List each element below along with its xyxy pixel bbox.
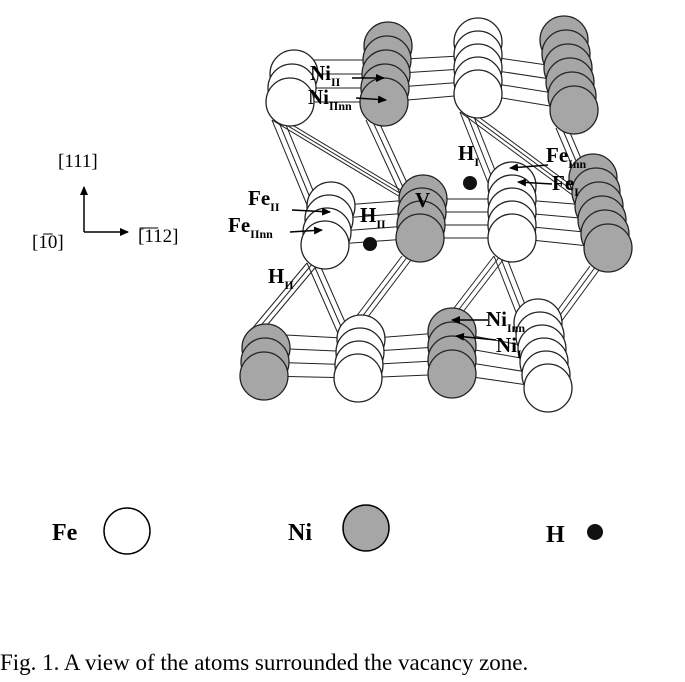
label-h-ii: HII (360, 203, 386, 231)
label-v: V (415, 188, 430, 212)
legend-fe-atom (103, 507, 151, 555)
label-fe-inn: FeInn (546, 143, 587, 171)
lattice-bond (277, 119, 314, 206)
lattice-bond (271, 119, 403, 199)
label-fe-i: FeI (552, 171, 579, 199)
ni-atom (359, 77, 409, 127)
atom-labels: NiII NiIInn HI FeInn FeI FeII FeIInn HII… (228, 61, 587, 361)
label-h-ii-lower: HII (268, 264, 294, 292)
axis-label-111: [111] (58, 151, 98, 172)
figure-caption: Fig. 1. A view of the atoms surrounded t… (0, 650, 529, 675)
label-fe-iinn: FeIInn (228, 213, 273, 241)
lattice-bond (459, 111, 591, 209)
label-fe-ii: FeII (248, 186, 280, 214)
lattice-bond (245, 262, 308, 337)
legend-h-label: H (546, 522, 565, 548)
lattice-bond (283, 119, 415, 199)
legend-fe-label: Fe (52, 520, 78, 546)
axis-label-11-2: [̅1̅12] (138, 226, 178, 247)
lattice-bond (277, 119, 409, 199)
lattice-bond (306, 262, 341, 339)
lattice-bond (371, 119, 409, 199)
ni-atom (549, 85, 599, 135)
fe-atom (300, 220, 350, 270)
lattice-bond (365, 119, 403, 199)
hydrogen-atom-hi (463, 176, 477, 190)
axis-label-1-10: [1̅0] (32, 232, 64, 253)
label-ni-inn: NiInn (486, 307, 525, 335)
fe-atom (265, 77, 315, 127)
hydrogen-atom-hii (363, 237, 377, 251)
legend: Fe Ni H (52, 504, 603, 555)
label-h-i: HI (458, 141, 479, 169)
fe-atom (487, 213, 537, 263)
fe-atom (523, 363, 573, 413)
crystal-axes: [111] [1̅0] [̅1̅12] (32, 151, 178, 253)
label-ni-ii: NiII (310, 61, 341, 89)
fe-atom (333, 353, 383, 403)
label-ni-i: NiI (496, 333, 522, 361)
ni-atom (395, 213, 445, 263)
ni-atom (239, 351, 289, 401)
ni-atom (583, 223, 633, 273)
legend-ni-atom (342, 504, 390, 552)
ni-atom (427, 349, 477, 399)
fe-atom (453, 69, 503, 119)
lattice-bond (271, 119, 308, 206)
legend-ni-label: Ni (288, 520, 312, 546)
label-ni-iinn: NiIInn (308, 85, 352, 113)
atom-stacks (239, 15, 633, 413)
legend-h-atom (587, 524, 603, 540)
